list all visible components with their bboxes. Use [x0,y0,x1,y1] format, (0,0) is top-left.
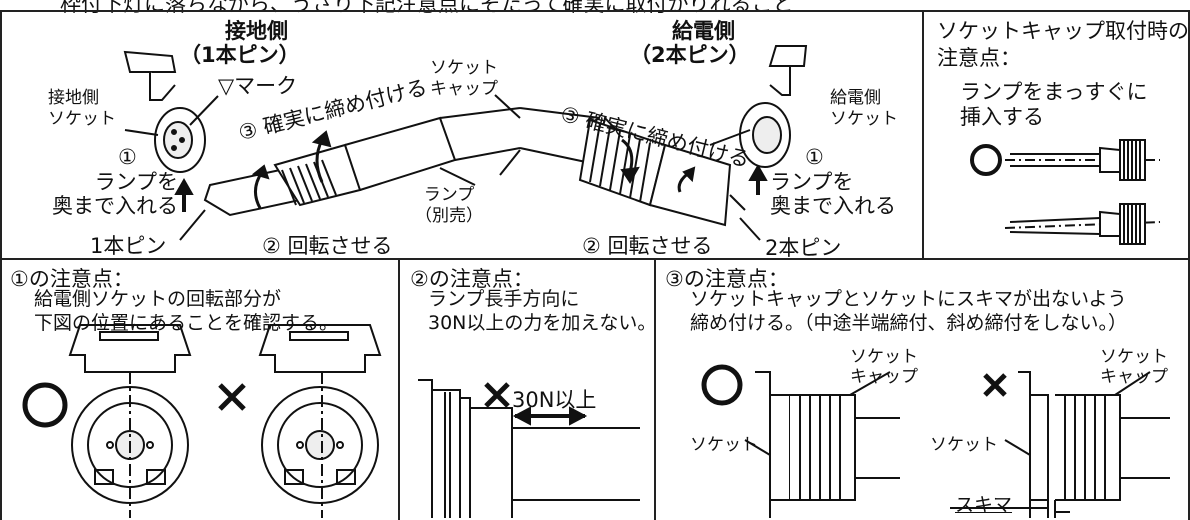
power-title: 給電側 [672,19,735,43]
note3-cap-ng-label: ソケット キャップ [1100,347,1168,388]
mark-label: ▽マーク [218,74,298,98]
step1-right-label: ランプを 奥まで入れる [770,170,896,219]
step1-left-num: ① [118,145,137,169]
step1-left-label: ランプを 奥まで入れる [52,170,178,219]
note3-socket-ng-label: ソケット [930,435,998,455]
note2-title: ②の注意点： [410,267,534,291]
step2-right-label: ② 回転させる [582,234,713,258]
note3-text: ソケットキャップとソケットにスキマが出ないよう 締め付ける。（中途半端締付、斜め… [690,288,1128,334]
step2-left-label: ② 回転させる [262,234,393,258]
ground-pin-label: （1本ピン） [180,43,300,67]
ground-title: 接地側 [225,19,288,43]
cap-note-text: ランプをまっすぐに 挿入する [960,80,1148,130]
socket-cap-label: ソケット キャップ [430,58,498,100]
note2-text: ランプ長手方向に 30N以上の力を加えない。 [428,288,657,334]
ground-socket-label: 接地側 ソケット [48,88,116,130]
gap-label: スキマ [955,494,1013,516]
power-socket-label: 給電側 ソケット [830,88,898,130]
cap-note-panel [922,10,1190,260]
pin2-label: 2本ピン [765,236,842,260]
power-pin-label: （2本ピン） [630,43,750,67]
lamp-label: ランプ （別売） [415,185,483,227]
pin1-label: 1本ピン [90,234,167,258]
cap-note-title: ソケットキャップ取付時の 注意点： [937,19,1189,71]
step1-right-num: ① [805,145,824,169]
note3-title: ③の注意点： [665,267,789,291]
note1-text: 給電側ソケットの回転部分が 下図の位置にあることを確認する。 [34,288,339,334]
note1-panel [0,258,400,520]
note3-cap-ok-label: ソケット キャップ [850,347,918,388]
note3-socket-ok-label: ソケット [690,435,758,455]
note2-panel [398,258,656,520]
force-label: 30N以上 [512,388,597,412]
note1-title: ①の注意点： [10,267,134,291]
note3-panel [654,258,1190,520]
banner-text: 枠付下灯に落ちながら、うさり下記注意点にそたって確実に取付かりれること [60,0,794,16]
